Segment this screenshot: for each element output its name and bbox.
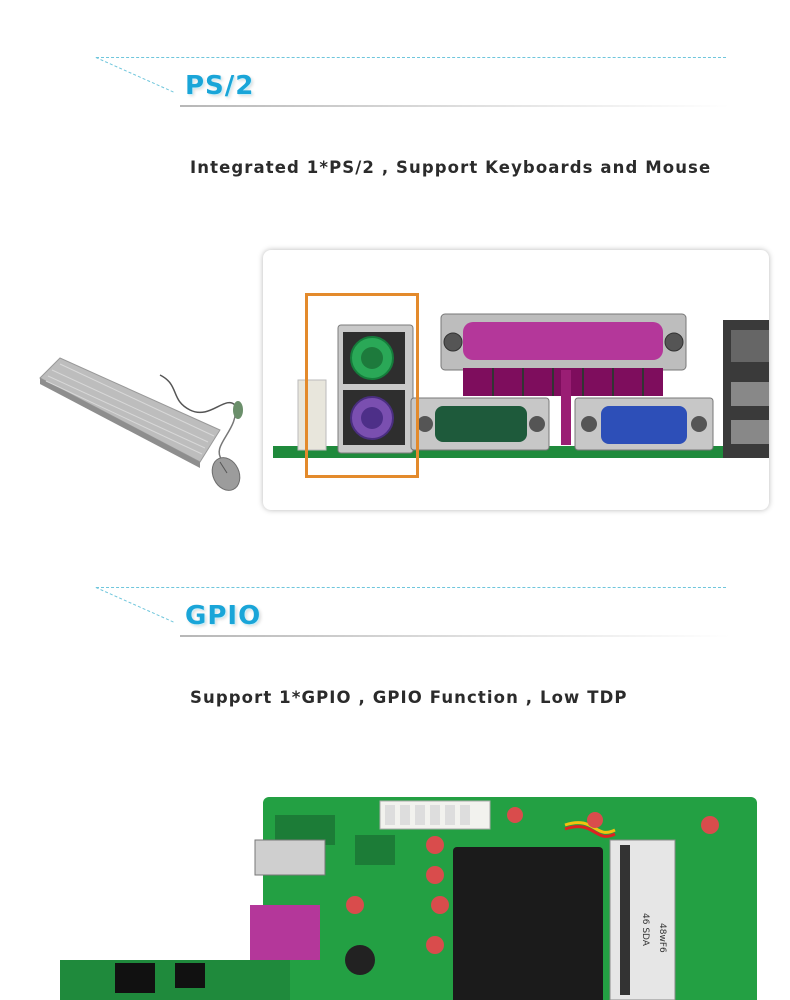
- keyboard-icon: [39, 357, 221, 468]
- section-caption: Integrated 1*PS/2 , Support Keyboards an…: [190, 158, 712, 177]
- ps2-port-icon: [337, 324, 414, 454]
- board-silkscreen: 46 SDA: [640, 913, 650, 947]
- mouse-icon: [159, 374, 243, 491]
- dashed-diagonal: [95, 587, 174, 624]
- ps2-highlight-box: [305, 293, 419, 478]
- board-silkscreen: 48wF6: [657, 923, 667, 953]
- section-caption: Support 1*GPIO , GPIO Function , Low TDP: [190, 688, 628, 707]
- title-underline: [180, 635, 730, 637]
- section-header-gpio: GPIO: [0, 587, 790, 647]
- section-title: GPIO: [185, 601, 262, 631]
- dashed-divider: [96, 587, 726, 588]
- keyboard-mouse-illustration: [39, 357, 243, 491]
- dashed-diagonal: [95, 57, 174, 94]
- dashed-divider: [96, 57, 726, 58]
- section-header-ps2: PS/2: [0, 57, 790, 117]
- title-underline: [180, 105, 730, 107]
- section-title: PS/2: [185, 71, 255, 101]
- motherboard-image: 46 SDA 48wF6: [60, 797, 757, 1000]
